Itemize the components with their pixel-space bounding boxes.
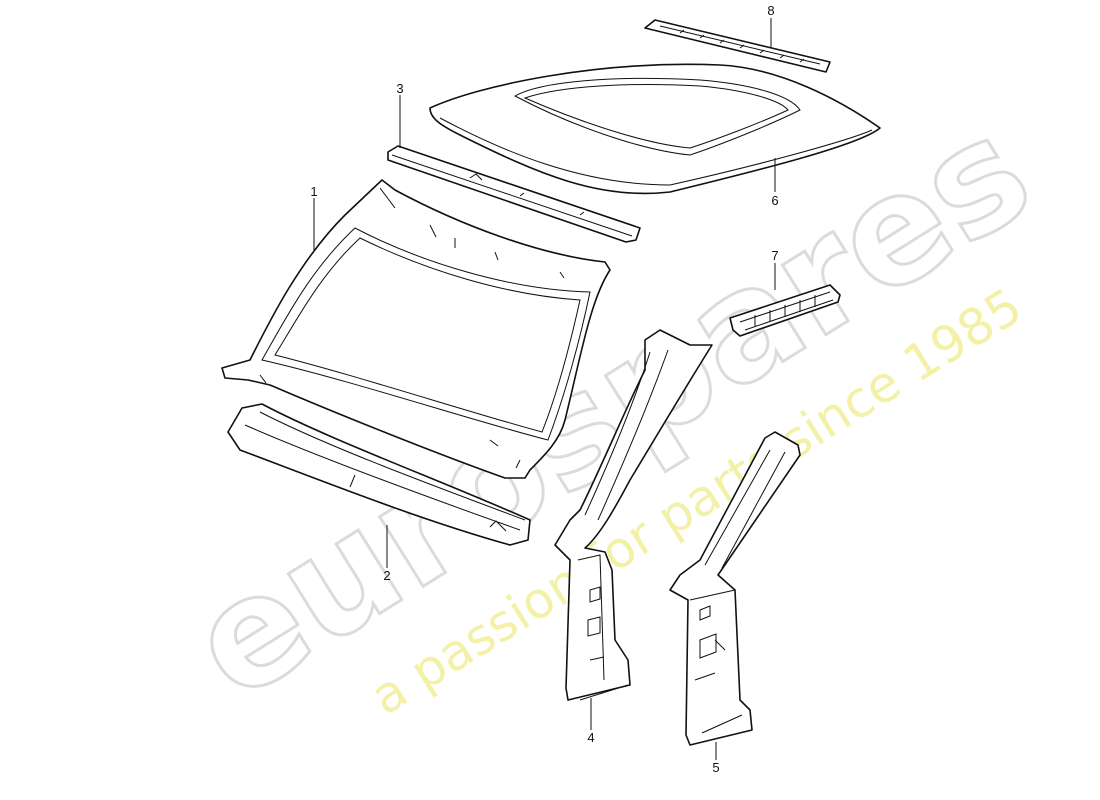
- part-2-cowl-panel: [227, 403, 531, 546]
- part-5-b-pillar: [669, 431, 801, 746]
- callout-3: 3: [396, 81, 403, 96]
- leader-lines: [313, 18, 776, 760]
- callouts: 1 2 3 4 5 6 7 8: [310, 3, 778, 775]
- part-6-roof-panel: [429, 63, 881, 195]
- part-8-roof-rear-strip: [644, 19, 831, 73]
- callout-5: 5: [712, 760, 719, 775]
- part-7-bracket: [729, 284, 841, 337]
- part-1-windshield-frame: [221, 179, 611, 479]
- callout-6: 6: [771, 193, 778, 208]
- callout-1: 1: [310, 184, 317, 199]
- callout-7: 7: [771, 248, 778, 263]
- part-4-a-pillar: [554, 329, 713, 701]
- callout-4: 4: [587, 730, 594, 745]
- callout-2: 2: [383, 568, 390, 583]
- part-3-windshield-header: [387, 145, 641, 243]
- callout-8: 8: [767, 3, 774, 18]
